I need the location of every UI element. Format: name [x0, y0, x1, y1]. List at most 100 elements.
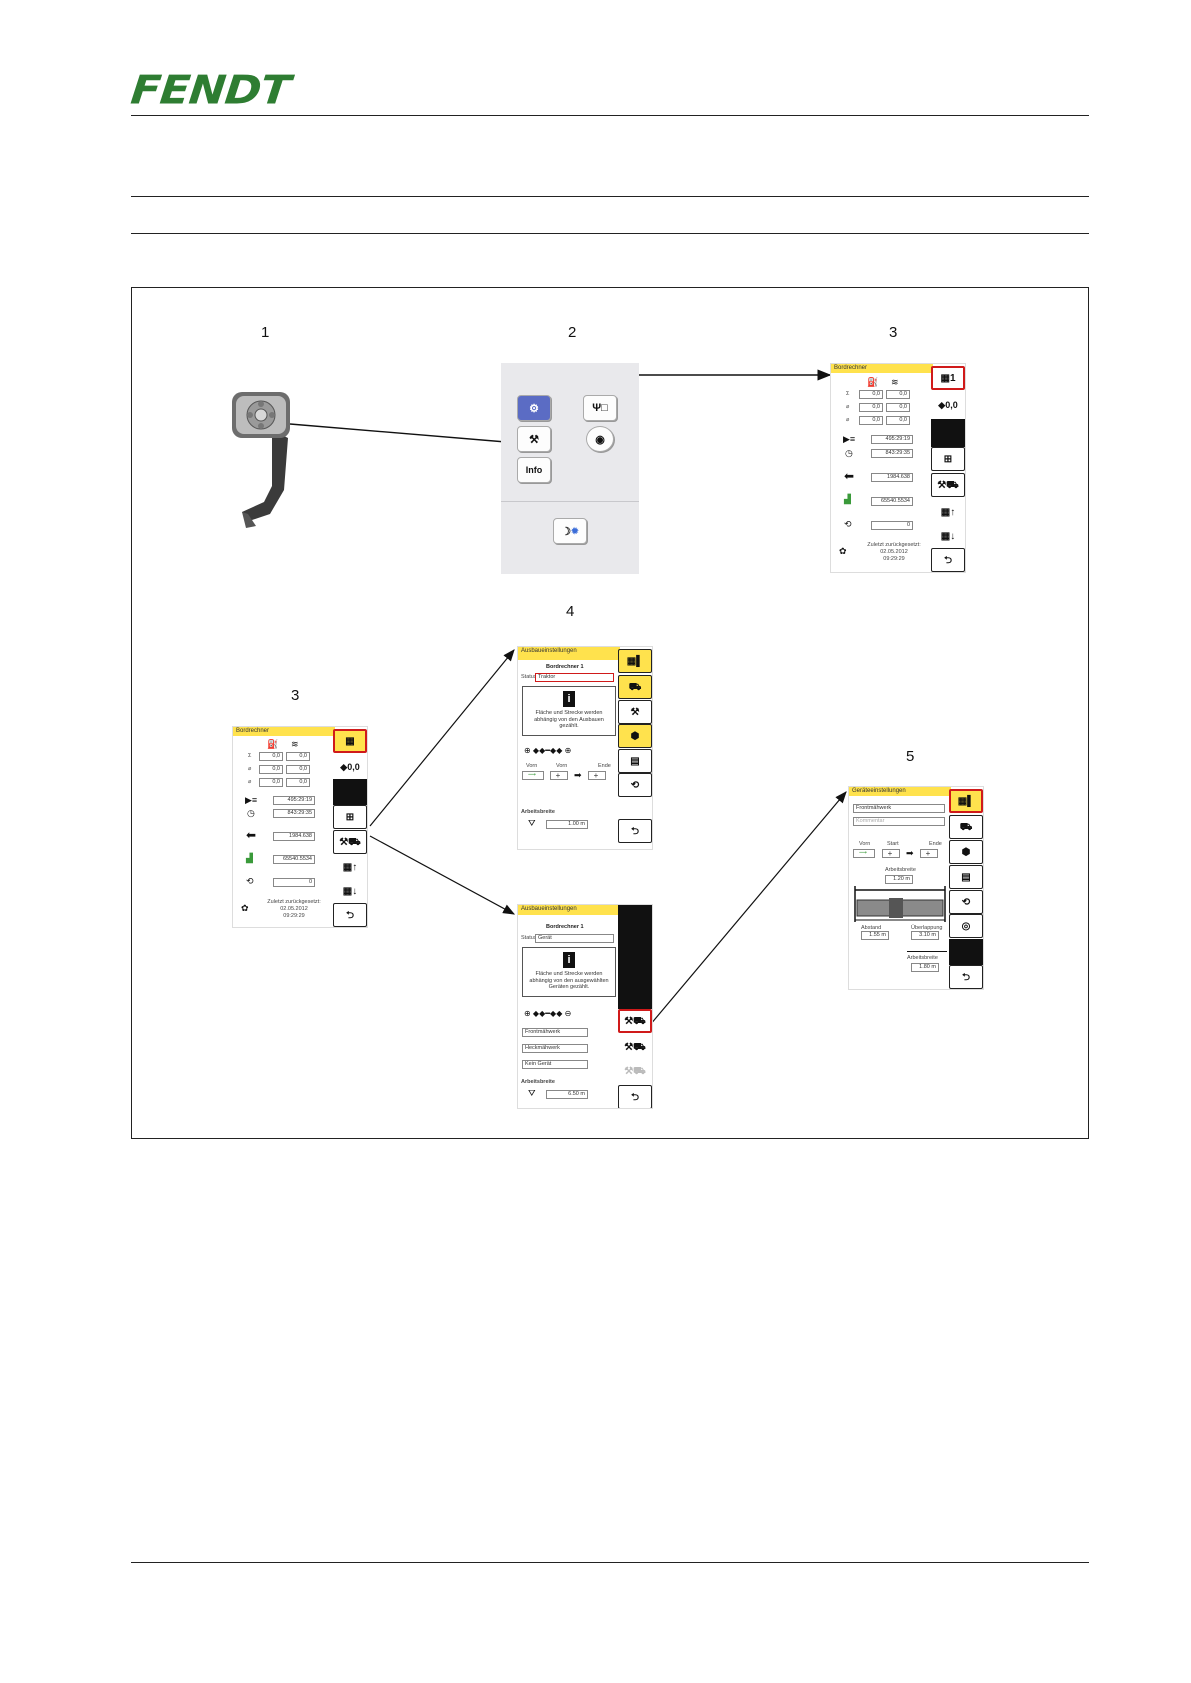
sum-b: 0,0	[886, 390, 910, 399]
status-field[interactable]: Traktor	[535, 673, 614, 682]
distance-value: 1984.638	[871, 473, 913, 482]
calc-down-button[interactable]: ▦↓	[931, 524, 965, 548]
status-field[interactable]: Gerät	[535, 934, 614, 943]
reset-zero-button[interactable]: ◆0,0	[333, 755, 367, 779]
arbeitsbreite-field[interactable]: 1.20 m	[885, 875, 913, 884]
area-icon: ▟	[246, 853, 253, 863]
tab-list[interactable]: ▤	[949, 865, 983, 889]
info-label: Info	[525, 465, 543, 475]
counter-select-button[interactable]: ▦	[333, 729, 367, 753]
fuel-icon: ⛽	[867, 377, 879, 387]
plus-end[interactable]: +	[920, 849, 938, 858]
implement-geometry-diagram	[854, 886, 946, 922]
avg1-b: 0,0	[886, 403, 910, 412]
back-button[interactable]: ⮌	[618, 819, 652, 843]
comment-field[interactable]: Kommentar	[853, 817, 945, 826]
avg2-b: 0,0	[286, 778, 310, 787]
sum-a: 0,0	[259, 752, 283, 761]
label-1: 1	[261, 324, 270, 341]
info-button[interactable]: Info	[517, 457, 551, 483]
avg1-a: 0,0	[859, 403, 883, 412]
tab-engine[interactable]: ⬢	[949, 840, 983, 864]
tab-engine[interactable]: ⬢	[618, 724, 652, 748]
ueberlappung-field[interactable]: 3.10 m	[911, 931, 939, 940]
abstand-label: Abstand	[861, 925, 882, 931]
back-button[interactable]: ⮌	[949, 965, 983, 989]
implement-copy-button[interactable]: ⚒⛟	[618, 1035, 652, 1059]
counter-select-button[interactable]: ▦1	[931, 366, 965, 390]
plus-mid[interactable]: +	[882, 849, 900, 858]
bottom-width-field[interactable]: 1.80 m	[911, 963, 939, 972]
plus-end[interactable]: +	[588, 771, 606, 780]
sum-b: 0,0	[286, 752, 310, 761]
reset-icon: ✿	[839, 546, 847, 556]
ueberlappung-label: Überlappung	[911, 925, 943, 931]
grid-view-button[interactable]: ⊞	[931, 447, 965, 471]
tab-counter[interactable]: ⟲	[949, 890, 983, 914]
plus-mid[interactable]: +	[550, 771, 568, 780]
back-button[interactable]: ⮌	[333, 903, 367, 927]
geraete-screen: Geräteeinstellungen Frontmähwerk Komment…	[848, 786, 984, 990]
bottom-width-label: Arbeitsbreite	[907, 955, 938, 961]
avg2-a: 0,0	[859, 416, 883, 425]
day-night-icon[interactable]: ☽✹	[553, 518, 587, 544]
list-item[interactable]: Heckmähwerk	[522, 1044, 588, 1053]
back-button[interactable]: ⮌	[618, 1085, 652, 1108]
calc-down-button[interactable]: ▦↓	[333, 879, 367, 903]
abstand-field[interactable]: 1.55 m	[861, 931, 889, 940]
tab-counter[interactable]: ⟲	[618, 773, 652, 797]
area-icon: ▟	[844, 494, 851, 504]
field-icon: ≋	[891, 377, 899, 387]
speedometer-icon[interactable]: ◉	[586, 426, 614, 452]
avg2-b: 0,0	[886, 416, 910, 425]
tab-bordrechner[interactable]: ▦▌	[618, 649, 652, 673]
calc-up-button[interactable]: ▦↑	[931, 500, 965, 524]
label-5: 5	[906, 748, 915, 765]
tab-implement[interactable]: ⚒	[618, 700, 652, 724]
tab-tractor[interactable]: ⛟	[618, 675, 652, 699]
mid-label: Start	[887, 841, 899, 847]
tab-steering[interactable]: ◎	[949, 914, 983, 938]
implement-name-field[interactable]: Frontmähwerk	[853, 804, 945, 813]
bordrechner-screen-left: Bordrechner ⛽ ≋ Σ 0,0 0,0 ⌀ 0,0 0,0 ⌀ 0,…	[232, 726, 368, 928]
tab-list[interactable]: ▤	[618, 749, 652, 773]
width-label: Arbeitsbreite	[521, 1079, 555, 1085]
terminal-menu: ⚙ Ψ□ ⚒ ◉ Info ☽✹	[501, 363, 639, 574]
tab-tractor[interactable]: ⛟	[949, 815, 983, 839]
end-label: Ende	[929, 841, 942, 847]
time-2: 843:29:35	[273, 809, 315, 818]
avg1-a: 0,0	[259, 765, 283, 774]
implement-edit-button[interactable]: ⚒⛟	[618, 1009, 652, 1033]
tab-bordrechner[interactable]: ▦▌	[949, 789, 983, 813]
implement-settings-button[interactable]: ⚒⛟	[333, 830, 367, 854]
implement-icon[interactable]: ⟿	[522, 771, 544, 780]
implement-icon[interactable]: ⟿	[853, 849, 875, 858]
label-2: 2	[568, 324, 577, 341]
engine-hours-icon: ▶≡	[843, 434, 856, 444]
width-icon: ⛛	[528, 1088, 536, 1098]
implement-settings-button[interactable]: ⚒⛟	[931, 473, 965, 497]
list-item[interactable]: Kein Gerät	[522, 1060, 588, 1069]
avg2-a: 0,0	[259, 778, 283, 787]
label-3-top: 3	[889, 324, 898, 341]
arrow-right-icon: ➡	[906, 848, 914, 858]
label-3-left: 3	[291, 687, 300, 704]
arbeitsbreite-label: Arbeitsbreite	[885, 867, 916, 873]
label-4: 4	[566, 603, 575, 620]
width-field[interactable]: 1.00 m	[546, 820, 588, 829]
calc-up-button[interactable]: ▦↑	[333, 855, 367, 879]
clock-icon: ◷	[247, 808, 255, 818]
grid-view-button[interactable]: ⊞	[333, 805, 367, 829]
back-button[interactable]: ⮌	[931, 548, 965, 572]
width-field[interactable]: 6.50 m	[546, 1090, 588, 1099]
distance-value: 1984.638	[273, 832, 315, 841]
tractor-settings-icon[interactable]: ⚙	[517, 395, 551, 421]
gear-icon[interactable]: ⚒	[517, 426, 551, 452]
title-rule-bottom	[131, 233, 1089, 234]
implement-delete-button[interactable]: ⚒⛟	[618, 1059, 652, 1083]
reset-zero-button[interactable]: ◆0,0	[931, 393, 965, 417]
area-value: 65540.5534	[871, 497, 913, 506]
list-item[interactable]: Frontmähwerk	[522, 1028, 588, 1037]
pto-icon[interactable]: Ψ□	[583, 395, 617, 421]
